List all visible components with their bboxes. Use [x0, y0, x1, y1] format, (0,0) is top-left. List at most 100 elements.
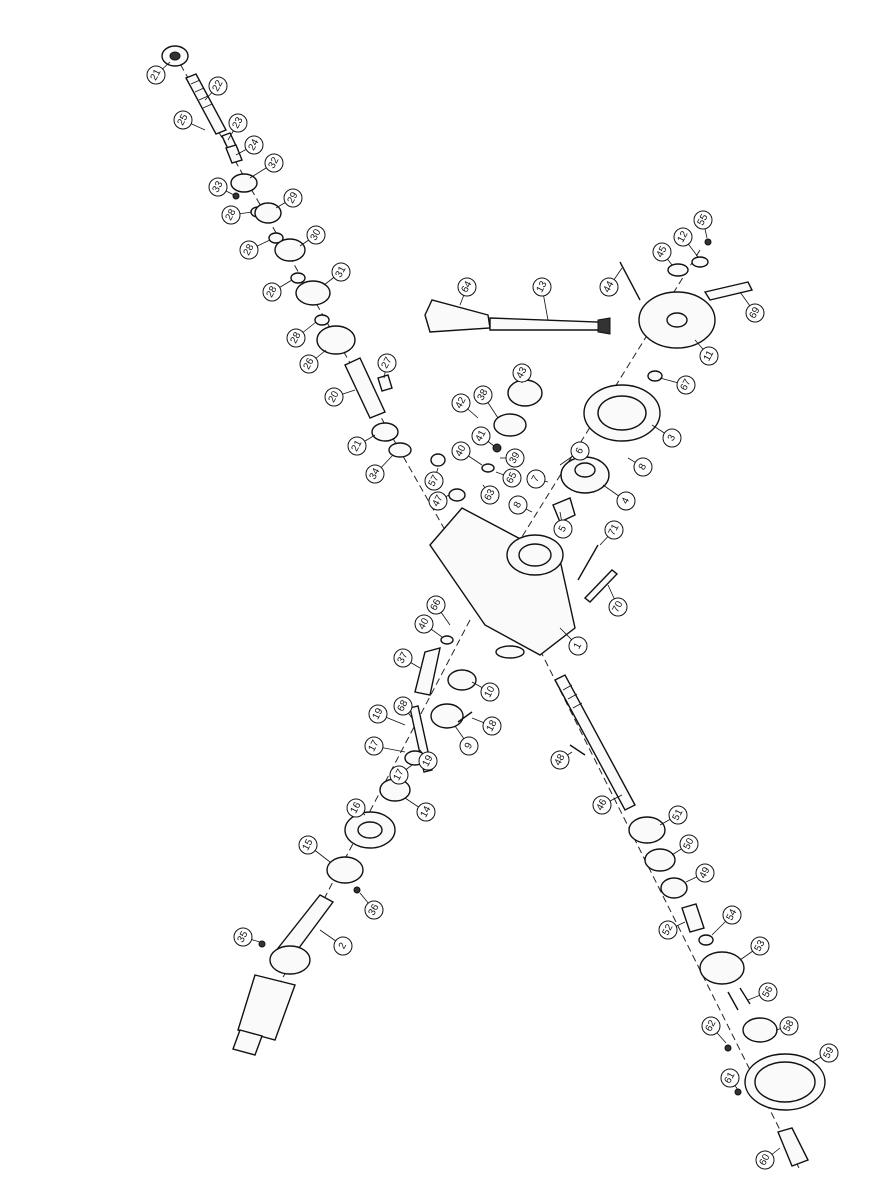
washer-54 [698, 934, 714, 946]
callout-label: 33 [211, 179, 226, 194]
callout-label: 66 [429, 597, 444, 612]
gear-30 [274, 238, 306, 262]
pin-67 [647, 370, 663, 382]
callout-22: 22 [208, 76, 228, 96]
callout-61: 61 [720, 1068, 740, 1088]
worm-shaft-46 [554, 674, 636, 811]
callout-37: 37 [393, 648, 413, 668]
callout-circle [298, 835, 318, 855]
screw-56-a [727, 991, 739, 1011]
callout-circle [616, 491, 636, 511]
callout-label: 17 [392, 767, 407, 782]
callout-circle [424, 471, 444, 491]
callout-label: 28 [289, 330, 304, 345]
callout-circle [750, 936, 770, 956]
callout-circle [457, 277, 477, 297]
bar-13 [489, 317, 601, 331]
callout-label: 40 [454, 443, 469, 458]
callout-label: 12 [676, 229, 691, 244]
housing-lower-port [495, 645, 525, 659]
callout-circle [393, 648, 413, 668]
callout-6: 6 [570, 441, 590, 461]
bearing-21-top-bore [169, 51, 181, 61]
pin-48 [569, 744, 586, 756]
callout-circle [662, 428, 682, 448]
callout-circle [208, 177, 228, 197]
callout-label: 6 [574, 446, 587, 456]
callout-circle [526, 469, 546, 489]
callout-label: 24 [247, 137, 262, 152]
callout-label: 43 [515, 365, 530, 380]
callout-4: 4 [616, 491, 636, 511]
callout-42: 42 [451, 393, 471, 413]
callout-label: 71 [607, 522, 622, 537]
callout-circle [418, 751, 438, 771]
callout-circle [755, 1150, 775, 1170]
callout-label: 14 [419, 804, 434, 819]
callout-circle [324, 387, 344, 407]
callout-45: 45 [652, 242, 672, 262]
callout-41: 41 [471, 426, 491, 446]
callout-21-top: 21 [146, 65, 166, 85]
callout-label: 46 [595, 797, 610, 812]
callout-1: 1 [568, 636, 588, 656]
callout-24: 24 [244, 135, 264, 155]
callout-circle [426, 595, 446, 615]
ball-62 [724, 1044, 732, 1052]
callout-70: 70 [608, 597, 628, 617]
housing-bore-inner [518, 543, 552, 567]
callout-59: 59 [819, 1043, 839, 1063]
callout-circle [553, 519, 573, 539]
disc-43 [507, 379, 543, 407]
washer-15 [326, 856, 364, 884]
callout-10: 10 [480, 682, 500, 702]
callout-71: 71 [604, 520, 624, 540]
callout-label: 34 [368, 466, 383, 481]
callout-circle [779, 1016, 799, 1036]
callout-label: 62 [704, 1018, 719, 1033]
callout-label: 9 [463, 741, 476, 751]
rod-44 [619, 261, 641, 301]
callout-43: 43 [512, 363, 532, 383]
callout-label: 40 [417, 616, 432, 631]
callout-48: 48 [550, 750, 570, 770]
callout-66: 66 [426, 595, 446, 615]
callout-label: 16 [349, 800, 364, 815]
callout-label: 60 [758, 1152, 773, 1167]
callout-30: 30 [306, 225, 326, 245]
callout-circle [505, 448, 525, 468]
callout-label: 7 [530, 474, 543, 484]
bushing-47 [448, 488, 466, 502]
callout-31: 31 [331, 262, 351, 282]
rod-70 [583, 569, 619, 603]
upper-left-shaft-parts [161, 45, 412, 458]
callout-52: 52 [658, 920, 678, 940]
callout-circle [673, 227, 693, 247]
worm-thread [567, 693, 578, 700]
callout-circle [208, 76, 228, 96]
callout-7: 7 [526, 469, 546, 489]
washer-28-c [290, 272, 306, 284]
housing-1 [429, 507, 576, 659]
callout-label: 38 [476, 387, 491, 402]
callout-label: 35 [236, 929, 251, 944]
callout-29: 29 [283, 188, 303, 208]
screw-56-b [739, 987, 751, 1005]
callout-circle [658, 920, 678, 940]
callout-circle [668, 805, 688, 825]
callout-label: 69 [748, 305, 763, 320]
gear-49 [660, 877, 688, 899]
bracket-53 [699, 951, 745, 985]
callout-56: 56 [758, 982, 778, 1002]
callout-40-top: 40 [451, 441, 471, 461]
gear-51 [628, 816, 666, 844]
pinion-37 [414, 647, 441, 696]
callout-64: 64 [457, 277, 477, 297]
lower-left-shaft-parts [232, 635, 477, 1056]
handle-64 [424, 299, 491, 333]
callout-circle [608, 597, 628, 617]
gear-26 [316, 325, 356, 355]
callout-28-b: 28 [239, 240, 259, 260]
callout-2: 2 [333, 936, 353, 956]
